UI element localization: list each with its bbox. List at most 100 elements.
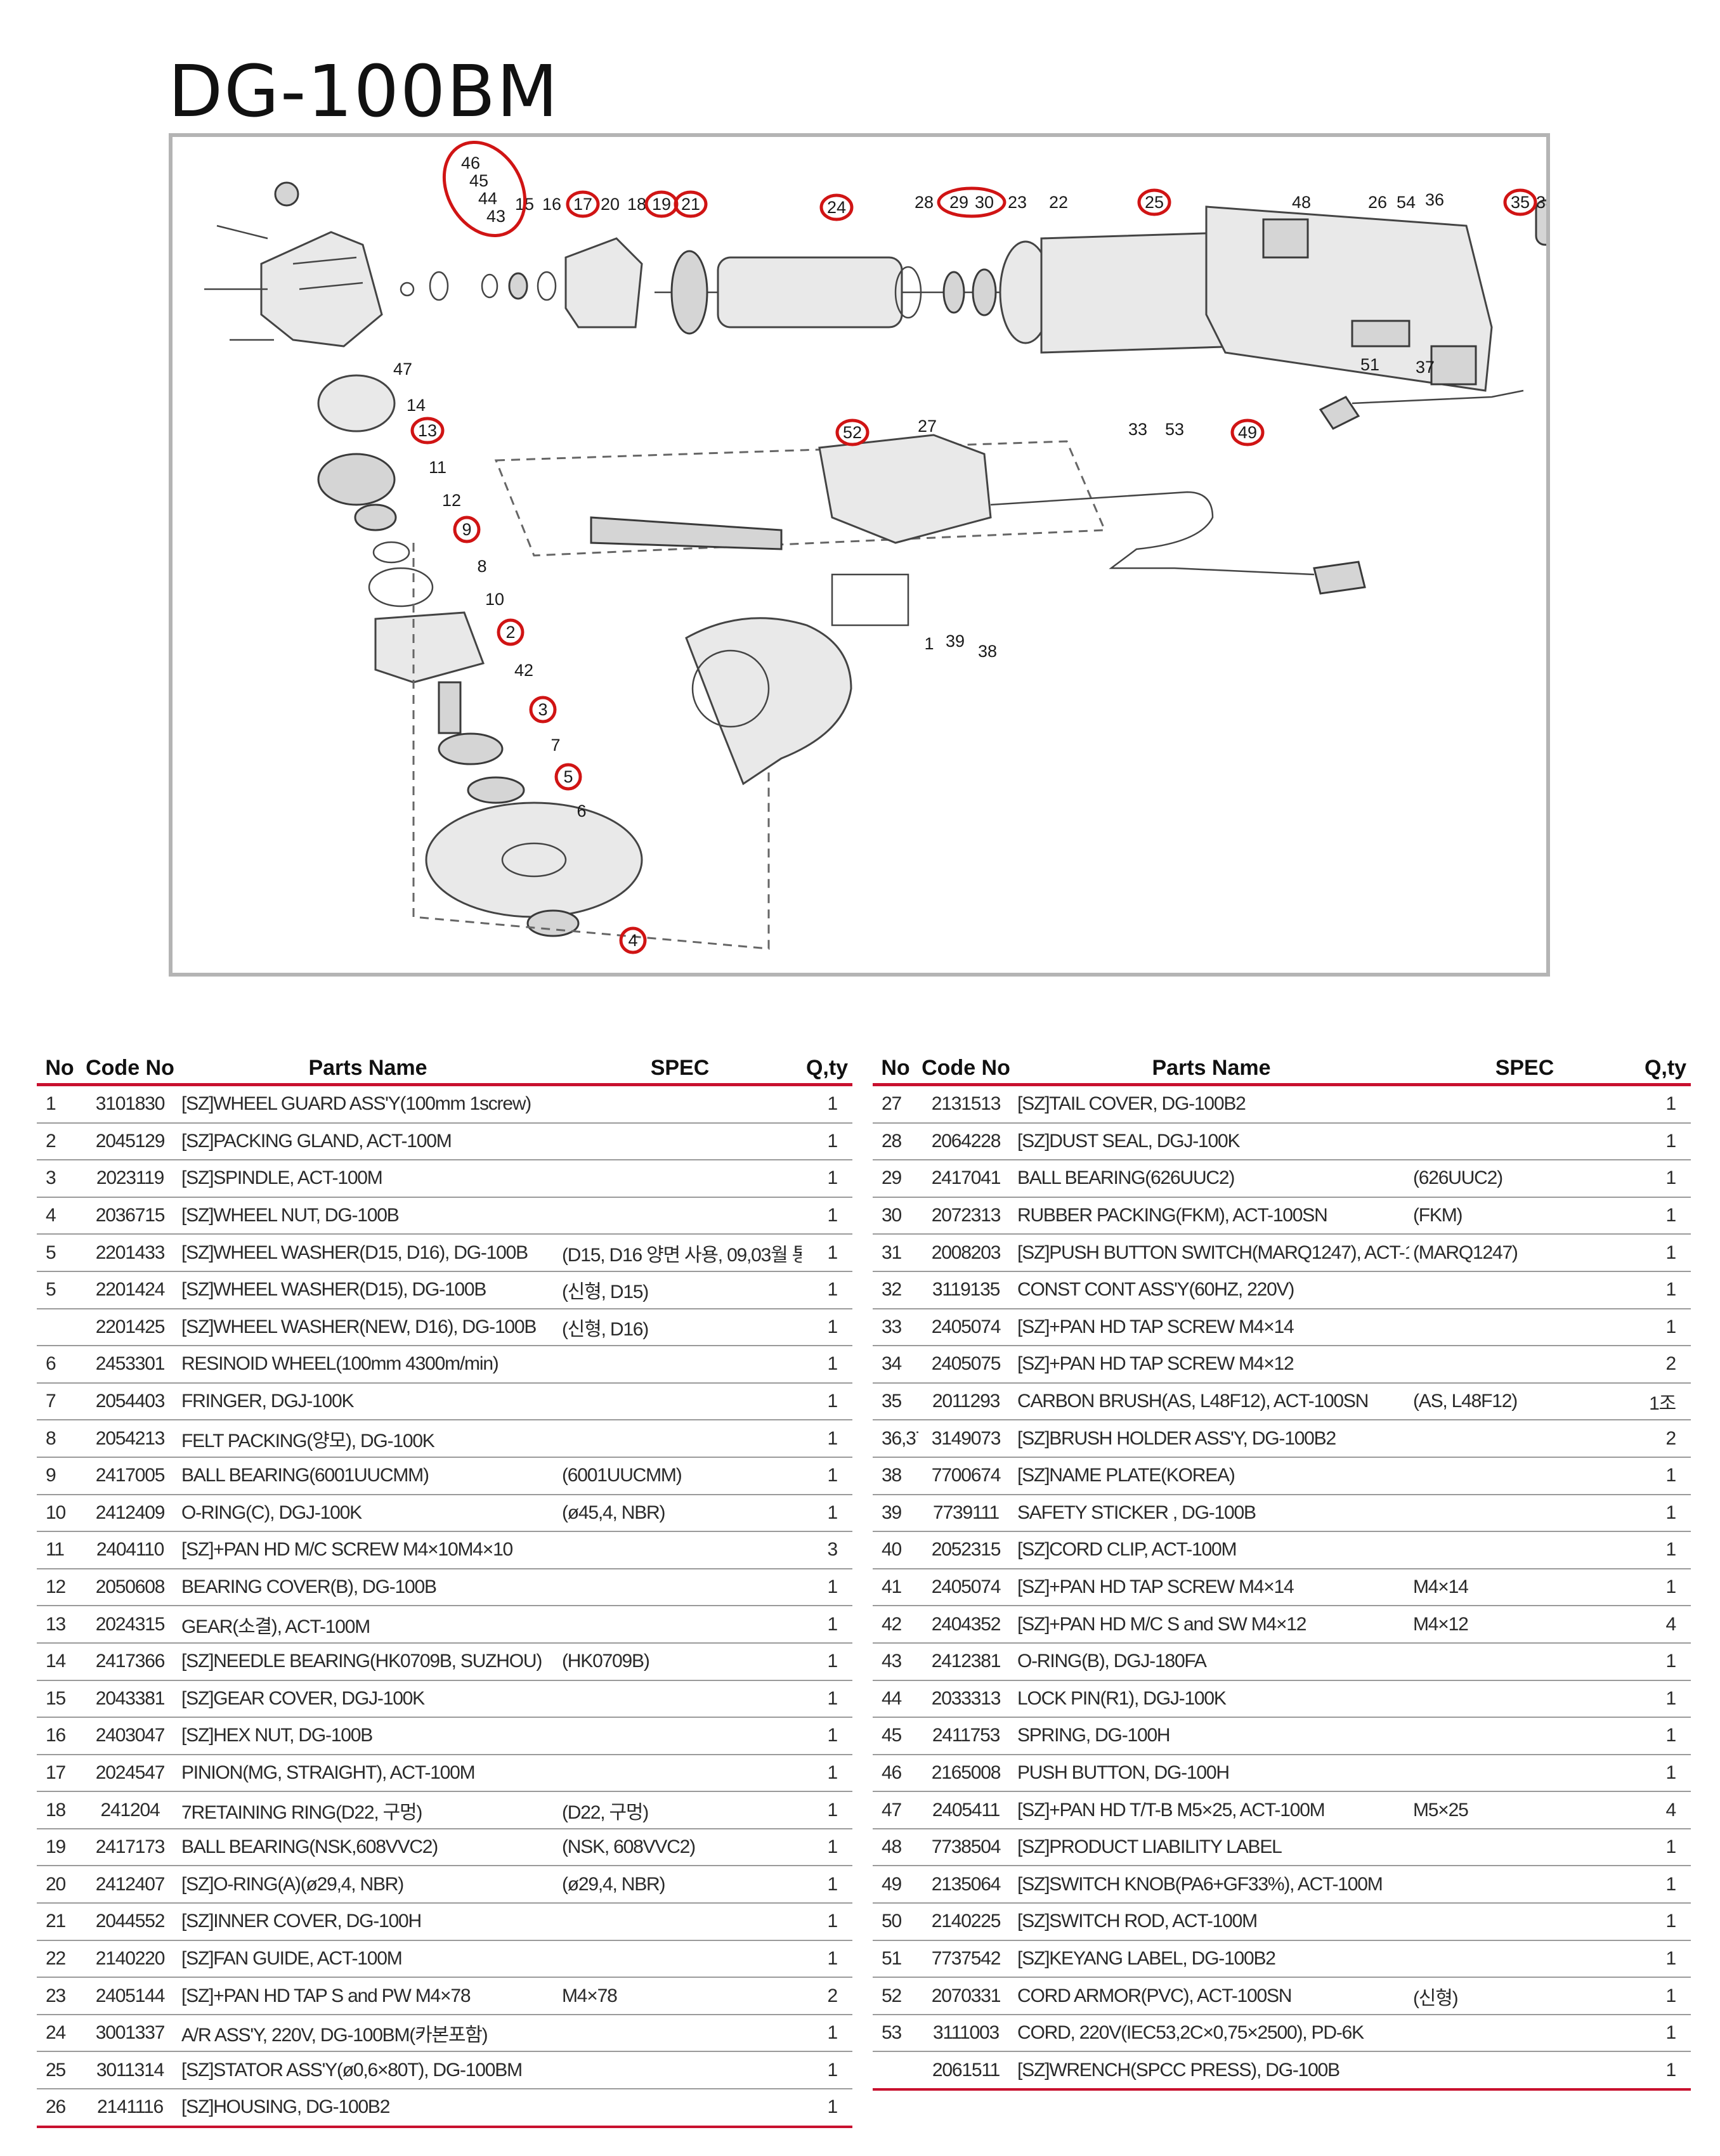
cell-parts-name: [SZ]HEX NUT, DG-100B (178, 1717, 558, 1755)
cell-qty: 2 (802, 1977, 852, 2015)
cell-qty: 1 (1640, 1271, 1691, 1309)
part-number-label: 49 (1238, 423, 1257, 442)
cell-parts-name: [SZ]+PAN HD T/T-B M5×25, ACT-100M (1013, 1791, 1409, 1829)
cell-no: 19 (37, 1828, 82, 1867)
cell-no: 7 (37, 1382, 82, 1421)
header-parts-name: Parts Name (178, 1053, 558, 1086)
part-number-label: 30 (975, 193, 994, 212)
cell-no: 52 (873, 1977, 918, 2015)
cell-spec (1409, 1903, 1640, 1941)
tail-cover-cord-drawing (494, 434, 1366, 627)
cell-no: 23 (37, 1977, 82, 2015)
cell-qty: 1 (1640, 1494, 1691, 1533)
cell-no: 9 (37, 1457, 82, 1495)
cell-code: 2405074 (918, 1568, 1013, 1607)
cell-parts-name: [SZ]WHEEL WASHER(D15), DG-100B (178, 1271, 558, 1309)
cell-spec: (신형) (1409, 1977, 1640, 2015)
cell-code: 2201433 (82, 1234, 178, 1272)
cell-qty: 1 (1640, 1903, 1691, 1941)
cell-parts-name: [SZ]WHEEL GUARD ASS'Y(100mm 1screw) (178, 1084, 558, 1124)
page-title: DG-100BM (168, 51, 559, 133)
cell-qty: 1 (802, 1308, 852, 1347)
cell-qty: 1 (802, 1122, 852, 1161)
cell-parts-name: GEAR(소결), ACT-100M (178, 1606, 558, 1644)
cell-qty: 4 (1640, 1791, 1691, 1829)
cell-qty: 1 (1640, 1457, 1691, 1495)
cell-parts-name: [SZ]SPINDLE, ACT-100M (178, 1160, 558, 1198)
cell-code: 7700674 (918, 1457, 1013, 1495)
part-number-label: 52 (843, 423, 862, 442)
cell-code: 2404110 (82, 1531, 178, 1569)
part-number-label: 20 (601, 195, 620, 214)
cell-spec: M4×78 (558, 1977, 802, 2015)
cell-no: 24 (37, 2014, 82, 2053)
header-code: Code No (82, 1053, 178, 1086)
highlight-circle (497, 618, 524, 646)
cell-parts-name: [SZ]HOUSING, DG-100B2 (178, 2089, 558, 2128)
cell-no: 8 (37, 1420, 82, 1458)
cell-qty: 1 (802, 1197, 852, 1235)
cell-no: 16 (37, 1717, 82, 1755)
cell-spec (558, 2014, 802, 2053)
cell-qty: 1 (802, 2051, 852, 2090)
cell-code: 2033313 (918, 1680, 1013, 1718)
cell-parts-name: LOCK PIN(R1), DGJ-100K (1013, 1680, 1409, 1718)
cell-no: 15 (37, 1680, 82, 1718)
cell-parts-name: O-RING(B), DGJ-180FA (1013, 1642, 1409, 1681)
header-code: Code No (918, 1053, 1013, 1086)
part-number-label: 45 (469, 171, 488, 190)
cell-parts-name: BALL BEARING(NSK,608VVC2) (178, 1828, 558, 1867)
cell-code: 2417173 (82, 1828, 178, 1867)
cell-qty: 1 (802, 1382, 852, 1421)
cell-parts-name: BEARING COVER(B), DG-100B (178, 1568, 558, 1607)
cell-code: 2070331 (918, 1977, 1013, 2015)
cell-no: 53 (873, 2014, 918, 2053)
cell-code: 3101830 (82, 1084, 178, 1124)
cell-no: 41 (873, 1568, 918, 1607)
cell-no: 36,37 (873, 1420, 918, 1458)
cell-parts-name: [SZ]GEAR COVER, DGJ-100K (178, 1680, 558, 1718)
cell-qty: 3 (802, 1531, 852, 1569)
cell-spec: (NSK, 608VVC2) (558, 1828, 802, 1867)
cell-spec: (D15, D16 양면 사용, 09,03월 통합적용) (558, 1234, 802, 1272)
part-number-label: 2 (505, 623, 515, 642)
cell-parts-name: [SZ]+PAN HD M/C S and SW M4×12 (1013, 1606, 1409, 1644)
part-number-label: 5 (563, 767, 573, 786)
cell-qty: 1 (802, 1642, 852, 1681)
part-number-label: 6 (577, 802, 586, 821)
pinion-bearing-drawing (400, 237, 643, 328)
cell-parts-name: [SZ]NAME PLATE(KOREA) (1013, 1457, 1409, 1495)
cell-qty: 1 (1640, 1084, 1691, 1124)
cell-qty: 1 (1640, 1531, 1691, 1569)
cell-no: 39 (873, 1494, 918, 1533)
highlight-circle (674, 190, 708, 218)
cell-code: 7737542 (918, 1940, 1013, 1978)
part-number-label: 29 (949, 193, 968, 212)
cell-parts-name: [SZ]+PAN HD M/C SCREW M4×10M4×10 (178, 1531, 558, 1569)
part-number-label: 11 (429, 458, 446, 477)
cell-no: 21 (37, 1903, 82, 1941)
cell-qty: 1 (802, 1903, 852, 1941)
cell-qty: 1 (802, 1717, 852, 1755)
cell-parts-name: [SZ]WHEEL WASHER(D15, D16), DG-100B (178, 1234, 558, 1272)
cell-spec (1409, 1271, 1640, 1309)
cell-parts-name: PUSH BUTTON, DG-100H (1013, 1754, 1409, 1793)
cell-parts-name: A/R ASS'Y, 220V, DG-100BM(카본포함) (178, 2014, 558, 2053)
highlight-circle (410, 417, 445, 445)
cell-spec (1409, 1457, 1640, 1495)
cell-code: 3001337 (82, 2014, 178, 2053)
part-number-label: 25 (1145, 193, 1164, 212)
cell-no: 3 (37, 1160, 82, 1198)
part-number-label: 37 (1416, 358, 1435, 377)
cell-no: 40 (873, 1531, 918, 1569)
cell-spec (558, 1940, 802, 1978)
cell-spec: (ø45,4, NBR) (558, 1494, 802, 1533)
